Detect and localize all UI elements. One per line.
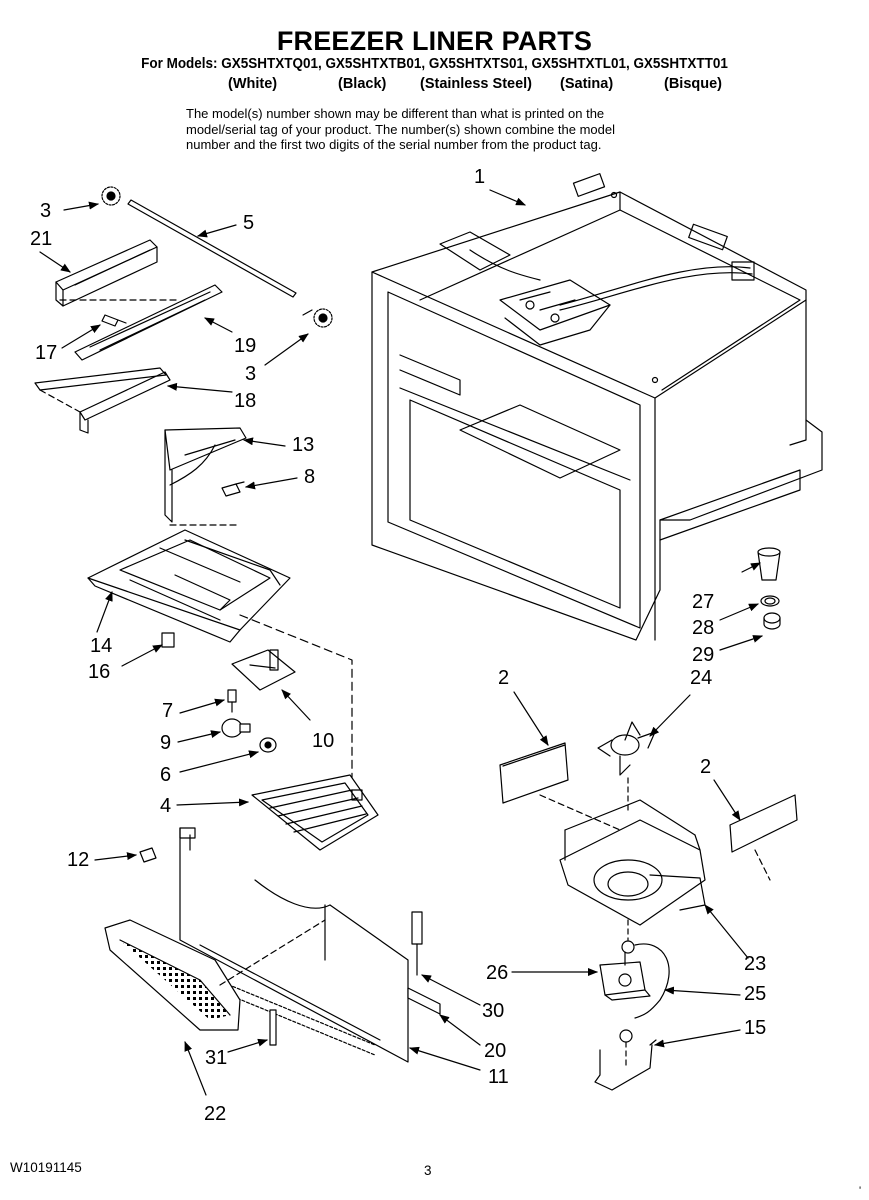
fan-blade <box>597 721 656 776</box>
color-stainless: (Stainless Steel) <box>420 76 533 92</box>
callout-11: 11 <box>488 1066 509 1088</box>
callout-10: 10 <box>312 730 335 752</box>
foam-pad-right <box>729 794 798 853</box>
screw-12 <box>139 847 157 863</box>
callout-21: 21 <box>30 228 53 250</box>
assembly-line <box>754 849 771 881</box>
gear-top <box>101 186 121 206</box>
callout-7: 7 <box>162 700 174 722</box>
color-bisque: (Bisque) <box>664 76 722 92</box>
callout-14: 14 <box>90 635 113 657</box>
foam-pad-left <box>499 742 569 804</box>
gear-bottom <box>302 308 333 328</box>
callout-19: 19 <box>234 335 257 357</box>
callout-25: 25 <box>744 983 767 1005</box>
screw-7 <box>227 689 237 713</box>
slide-rail-lower <box>34 367 171 434</box>
lamp-socket <box>259 737 277 753</box>
callout-15: 15 <box>744 1017 767 1039</box>
slide-rail-upper <box>74 284 223 361</box>
document-number: W10191145 <box>10 1160 82 1175</box>
note-line: The model(s) number shown may be differe… <box>186 106 605 121</box>
color-black: (Black) <box>338 76 387 92</box>
assembly-line <box>539 794 621 831</box>
ring-28 <box>760 595 780 607</box>
rod <box>127 199 297 298</box>
callout-3-bottom: 3 <box>245 363 257 385</box>
grommet-motor-bottom <box>619 1029 633 1043</box>
callout-20: 20 <box>484 1040 507 1062</box>
callout-3-top: 3 <box>40 200 52 222</box>
air-diffuser <box>87 529 291 643</box>
callout-30: 30 <box>482 1000 505 1022</box>
callout-24: 24 <box>690 667 713 689</box>
color-white: (White) <box>228 76 278 92</box>
grommet-motor-top <box>621 940 635 954</box>
callout-23: 23 <box>744 953 767 975</box>
evaporator-cover <box>179 827 409 1063</box>
callout-4: 4 <box>160 795 172 817</box>
callout-1: 1 <box>474 166 486 188</box>
callout-26: 26 <box>486 962 509 984</box>
screw-8 <box>221 481 245 497</box>
light-shield <box>251 774 379 851</box>
seal-20 <box>407 987 441 1015</box>
clip-31 <box>269 1009 277 1046</box>
defrost-heater-30 <box>411 911 423 976</box>
color-satina: (Satina) <box>560 76 614 92</box>
model-list: For Models: GX5SHTXTQ01, GX5SHTXTB01, GX… <box>141 56 728 72</box>
fan-motor <box>599 951 651 1001</box>
callout-8: 8 <box>304 466 316 488</box>
freezer-liner <box>371 173 823 641</box>
wire-harness <box>634 943 670 1019</box>
callout-6: 6 <box>160 764 172 786</box>
callout-2-left: 2 <box>498 667 510 689</box>
callout-2-right: 2 <box>700 756 712 778</box>
callout-13: 13 <box>292 434 315 456</box>
page-number: 3 <box>424 1163 432 1178</box>
air-grille <box>104 919 241 1031</box>
damper-bracket <box>164 427 247 523</box>
thermistor-16 <box>161 632 175 648</box>
callout-17: 17 <box>35 342 58 364</box>
callout-16: 16 <box>88 661 111 683</box>
callout-31: 31 <box>205 1047 228 1069</box>
callout-22: 22 <box>204 1103 227 1125</box>
callout-5: 5 <box>243 212 255 234</box>
screw-17 <box>101 314 127 327</box>
slide-bracket <box>55 239 158 307</box>
page-title: FREEZER LINER PARTS <box>276 26 593 56</box>
callout-27: 27 <box>692 591 715 613</box>
light-bulb <box>221 718 251 738</box>
note-line: number and the first two digits of the s… <box>186 137 602 152</box>
callout-9: 9 <box>160 732 172 754</box>
callout-29: 29 <box>692 644 715 666</box>
assembly-line <box>239 614 353 791</box>
leader-lines <box>39 189 763 1096</box>
light-housing <box>231 649 296 691</box>
callout-12: 12 <box>67 849 90 871</box>
assembly-line <box>39 389 81 413</box>
model-number-note: The model(s) number shown may be differe… <box>186 106 706 153</box>
assembly-line <box>219 919 326 986</box>
callout-28: 28 <box>692 617 715 639</box>
fan-shroud <box>559 799 706 926</box>
note-line: model/serial tag of your product. The nu… <box>186 121 615 137</box>
callout-18: 18 <box>234 390 257 412</box>
grommet-27 <box>757 547 781 581</box>
corner-mark: ' <box>859 1185 862 1197</box>
grommet-29 <box>763 612 781 630</box>
